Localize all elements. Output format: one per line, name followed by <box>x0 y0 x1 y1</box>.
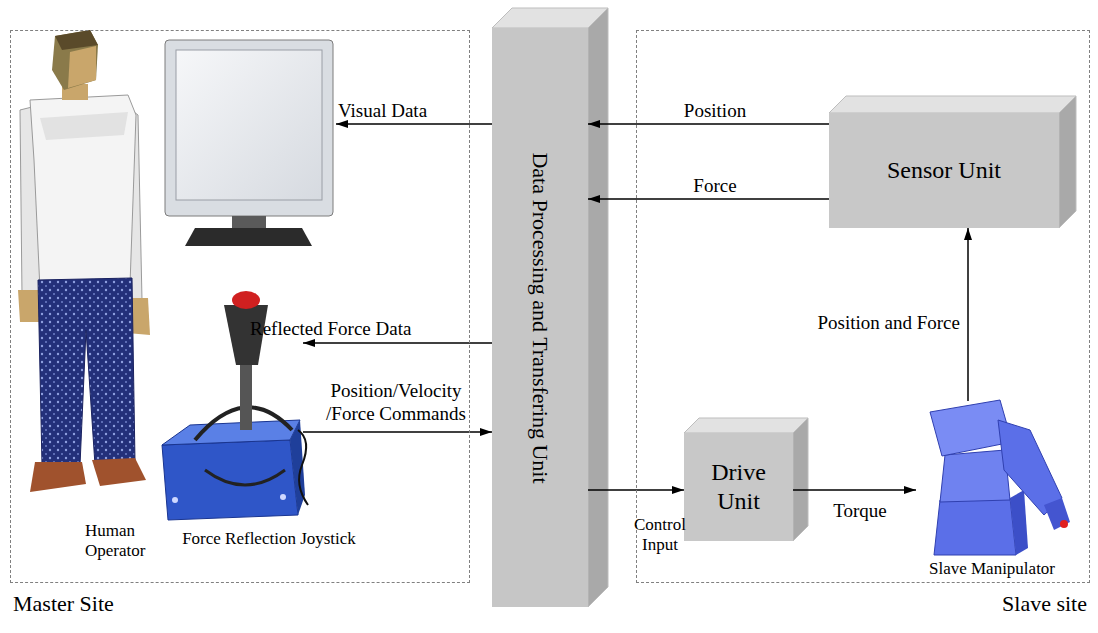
side-face <box>588 8 608 607</box>
figure-caption: Human Operator <box>85 521 185 562</box>
edge-label: Force <box>630 175 800 198</box>
signal-arrow <box>588 198 829 200</box>
site-label: Slave site <box>937 591 1087 617</box>
top-face <box>684 418 808 433</box>
visual-data-arrow <box>336 123 492 125</box>
box-3d-faces <box>829 96 1076 228</box>
human-figure <box>18 30 150 492</box>
edge-label: Reflected Force Data <box>250 318 490 341</box>
sensor-unit-box: Sensor Unit <box>829 113 1059 228</box>
side-face <box>1059 96 1076 228</box>
edge-label: Position <box>630 100 800 123</box>
side-face <box>793 418 808 541</box>
signal-arrow <box>303 342 492 344</box>
figure-caption: Force Reflection Joystick <box>169 529 369 549</box>
unit-title: Sensor Unit <box>881 152 1007 189</box>
signal-arrow <box>793 489 916 491</box>
box-3d-faces <box>492 8 608 607</box>
processing-unit: Data Processing and Transfering Unit <box>492 28 588 607</box>
edge-label: Position and Force <box>760 312 960 335</box>
manipulator-figure: Slave Manipulator <box>916 401 1068 556</box>
signal-label: Visual Data <box>338 100 488 123</box>
signal-arrow <box>967 228 969 401</box>
figure-caption: Slave Manipulator <box>894 559 1090 579</box>
edge-label: Position/Velocity /Force Commands <box>308 380 484 426</box>
edge-label: Torque <box>812 500 908 523</box>
signal-arrow <box>303 431 492 433</box>
top-face <box>829 96 1076 113</box>
drive-unit-box: Drive Unit <box>684 433 793 541</box>
box-3d-faces <box>684 418 808 541</box>
site-label: Master Site <box>13 591 213 617</box>
operator-figure: Human Operator <box>15 31 155 493</box>
robot-icon <box>930 400 1070 555</box>
monitor-icon <box>165 40 333 246</box>
signal-arrow <box>588 123 829 125</box>
unit-title: Data Processing and Transfering Unit <box>527 152 553 483</box>
unit-title: Drive Unit <box>684 454 793 520</box>
edge-label: Control Input <box>624 515 696 556</box>
